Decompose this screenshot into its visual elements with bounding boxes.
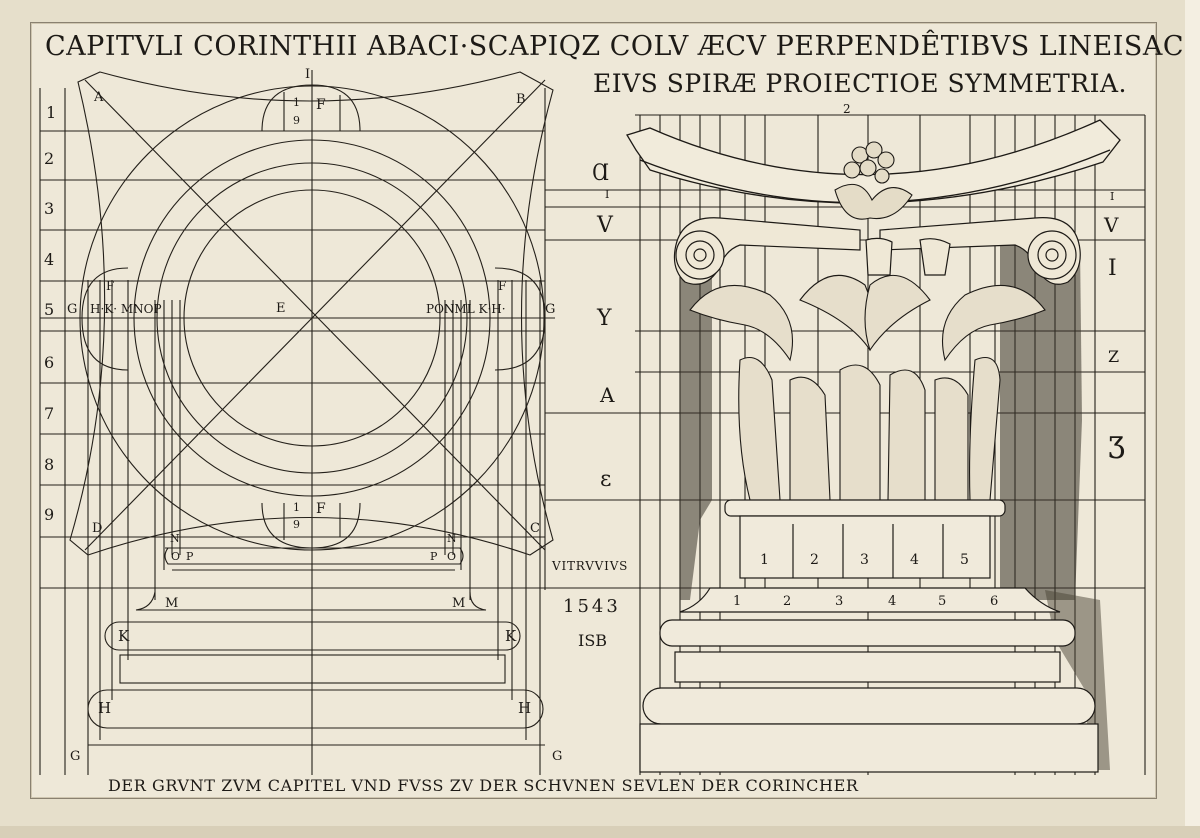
letter-f-bottom: F (316, 501, 326, 517)
scale-1: 1 (46, 103, 56, 122)
letter-n-right: N (447, 532, 457, 545)
middle-glyph-5: A (599, 383, 615, 407)
middle-glyph-1: Ɑ (592, 161, 609, 186)
letter-e: E (276, 301, 286, 316)
right-glyph-1: I (1110, 190, 1114, 203)
middle-glyph-2: I (605, 188, 609, 201)
inscription-year: 1543 (563, 596, 621, 617)
capital-acanthus-leaves (689, 274, 1046, 501)
middle-column-letters: Ɑ I V Y A ɛ VITRVVIVS 1543 ISB (551, 161, 628, 650)
title-line-2: EIVS SPIRÆ PROIECTIOE SYMMETRIA. (593, 69, 1127, 98)
scale-6: 6 (44, 353, 54, 372)
mat-edge-bottom (0, 826, 1200, 838)
fraction-bottom-num: 1 (293, 501, 300, 514)
middle-glyph-3: V (596, 213, 614, 238)
letter-g-left: G (67, 302, 77, 317)
letter-m-right: M (452, 596, 465, 611)
plinth-number-5: 5 (938, 594, 946, 609)
scale-8: 8 (44, 455, 54, 474)
base-number-2: 2 (810, 552, 819, 568)
plan-letters: I A B F 1 9 F 1 9 E G G F F H·K· MNOP PO… (67, 67, 562, 764)
base-number-1: 1 (760, 552, 769, 568)
base-number-3: 3 (860, 552, 869, 568)
letter-f-left: F (106, 279, 114, 293)
letter-b: B (516, 92, 526, 107)
letter-d: D (92, 521, 102, 536)
capital-volutes (673, 217, 1081, 285)
middle-glyph-6: ɛ (600, 467, 611, 492)
scale-9: 9 (44, 505, 54, 524)
plan-row-right: PONML K·H· (426, 302, 506, 316)
abacus-flower (834, 141, 913, 220)
letter-c: C (530, 521, 540, 536)
plan-row-left: H·K· MNOP (90, 302, 162, 316)
fraction-top-num: 1 (293, 96, 300, 109)
letter-m-left: M (165, 596, 178, 611)
plinth-number-4: 4 (888, 594, 896, 609)
right-glyph-5: Ʒ (1108, 431, 1125, 466)
top-mark-right: 2 (843, 102, 851, 116)
letter-o-right: O (447, 550, 456, 563)
right-column-letters: 2 I V I Z Ʒ (843, 102, 1125, 466)
letter-h-right: H (518, 699, 531, 717)
scale-5: 5 (44, 300, 54, 319)
right-glyph-2: V (1103, 213, 1119, 237)
letter-f-right: F (498, 279, 506, 293)
scale-7: 7 (44, 404, 54, 423)
scale-2: 2 (44, 149, 54, 168)
inscription-monogram: ISB (578, 631, 607, 650)
right-glyph-3: I (1108, 256, 1117, 281)
letter-g-bottom-right: G (552, 749, 562, 764)
right-glyph-4: Z (1108, 347, 1119, 366)
plan-drawing (39, 70, 1145, 775)
fraction-bottom-den: 9 (293, 518, 300, 531)
letter-p-left: P (186, 550, 194, 563)
letter-a: A (93, 90, 104, 105)
top-mark-left: I (305, 67, 310, 82)
inscription-vitruvius: VITRVVIVS (551, 559, 628, 573)
plinth-number-6: 6 (990, 594, 998, 609)
base-number-5: 5 (960, 552, 969, 568)
capital-base-numbers: 1 2 3 4 5 1 2 3 4 5 6 (733, 552, 998, 609)
middle-glyph-4: Y (596, 306, 612, 331)
letter-g-bottom-left: G (70, 749, 80, 764)
letter-h-left: H (98, 699, 111, 717)
base-number-4: 4 (910, 552, 919, 568)
scale-4: 4 (44, 250, 54, 269)
plinth-number-2: 2 (783, 594, 791, 609)
letter-f-top: F (316, 97, 326, 113)
letter-k-left: K (118, 627, 130, 645)
footer-caption: DER GRVNT ZVM CAPITEL VND FVSS ZV DER SC… (108, 776, 859, 795)
letter-k-right: K (505, 627, 517, 645)
title-line-1: CAPITVLI CORINTHII ABACI·SCAPIQZ COLV ÆC… (45, 29, 1184, 62)
letter-p-right: P (430, 550, 438, 563)
capital-base (639, 499, 1099, 773)
left-scale-numbers: 1 2 3 4 5 6 7 8 9 (44, 103, 56, 524)
letter-g-right: G (545, 302, 555, 317)
fraction-top-den: 9 (293, 114, 300, 127)
mat-edge-right (1185, 0, 1200, 838)
letter-n-left: N (170, 532, 180, 545)
plinth-number-3: 3 (835, 594, 843, 609)
letter-o-left: O (171, 550, 180, 563)
plinth-number-1: 1 (733, 594, 741, 609)
scale-3: 3 (44, 199, 54, 218)
